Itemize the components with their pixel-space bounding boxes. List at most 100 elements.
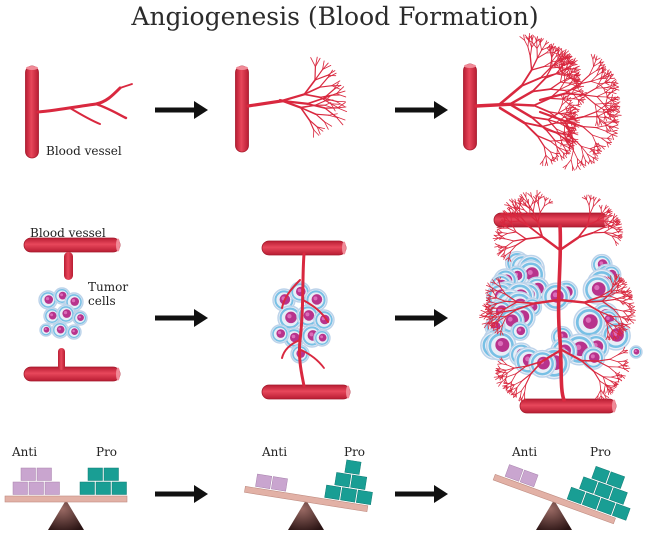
branch-row1-c bbox=[563, 152, 568, 159]
tumor-vessel-large bbox=[617, 235, 622, 240]
branch-row1-b bbox=[331, 80, 341, 87]
branch-row1-c bbox=[549, 88, 565, 91]
branch-row1-c bbox=[555, 65, 564, 75]
branch-row1-c bbox=[592, 54, 596, 60]
branch-row1-c bbox=[557, 147, 566, 151]
vessel-row2-b-bottom-end bbox=[346, 385, 350, 399]
branch-row1-c bbox=[582, 154, 586, 161]
tumor-vessel-large bbox=[607, 276, 612, 281]
arrow-row1-1-head bbox=[194, 101, 208, 119]
branch-row1-c bbox=[551, 156, 554, 162]
branch-row1-c bbox=[570, 91, 579, 95]
anti-block bbox=[519, 469, 539, 488]
branch-row1-b bbox=[327, 72, 337, 79]
tumor-vessel-large bbox=[609, 380, 615, 385]
tumor-vessel-large bbox=[520, 390, 522, 398]
tumor-vessel-large bbox=[521, 212, 531, 216]
branch-row1-a bbox=[119, 83, 133, 89]
tumor-vessel-large bbox=[520, 396, 523, 402]
pro-block bbox=[606, 471, 626, 489]
branch-row1-b bbox=[310, 57, 316, 68]
tumor-vessel-large bbox=[583, 300, 604, 304]
branch-row1-c bbox=[567, 53, 571, 60]
tumor-vessel-large bbox=[504, 238, 515, 242]
branch-row1-c bbox=[551, 56, 557, 63]
tumor-vessel-large bbox=[516, 380, 523, 388]
branch-row1-c bbox=[559, 81, 566, 91]
branch-row1-c bbox=[530, 65, 545, 71]
branch-row1-c bbox=[552, 64, 561, 67]
branch-row1-c bbox=[549, 151, 554, 158]
branch-row1-b bbox=[322, 62, 329, 70]
tumor-cell-small-nucleolus bbox=[60, 293, 64, 297]
tumor-vessel-large bbox=[589, 206, 594, 215]
anti-block bbox=[36, 467, 52, 481]
tumor-vessel-large bbox=[520, 193, 524, 200]
branch-row1-c bbox=[543, 145, 547, 156]
branch-row1-c bbox=[562, 58, 569, 60]
pro-block bbox=[581, 492, 601, 510]
branch-row1-c bbox=[599, 119, 605, 125]
tumor-vessel-large bbox=[523, 209, 531, 216]
branch-row1-c bbox=[580, 92, 587, 95]
tumor-vessel-large bbox=[591, 227, 604, 234]
branch-row1-c bbox=[590, 80, 600, 85]
tumor-vessel-large bbox=[596, 216, 605, 222]
branch-row1-c bbox=[577, 90, 584, 92]
tumor-vessel-large bbox=[602, 376, 611, 381]
branch-row1-c bbox=[557, 147, 564, 154]
tumor-vessel-large bbox=[613, 308, 624, 312]
tumor-vessel-large bbox=[497, 324, 504, 330]
branch-row1-b bbox=[313, 129, 320, 136]
tumor-vessel-large bbox=[617, 277, 621, 283]
branch-row1-c bbox=[612, 121, 620, 124]
tumor-vessel-large bbox=[614, 276, 619, 280]
branch-row1-c bbox=[543, 145, 551, 153]
branch-row1-c bbox=[568, 79, 574, 86]
branch-row1-c bbox=[596, 65, 601, 71]
tumor-vessel-large bbox=[611, 235, 616, 242]
branch-row1-c bbox=[562, 132, 569, 136]
branch-row1-c bbox=[560, 140, 569, 142]
branch-row1-c bbox=[588, 70, 597, 76]
tumor-vessel-large bbox=[580, 359, 599, 362]
branch-row1-c bbox=[595, 78, 602, 89]
tumor-vessel-large bbox=[604, 394, 608, 400]
branch-row1-c bbox=[539, 73, 557, 79]
branch-row1-c bbox=[612, 115, 616, 121]
tumor-vessel-large bbox=[505, 372, 508, 380]
branch-row1-c bbox=[508, 90, 534, 106]
branch-row1-b bbox=[308, 119, 318, 128]
tumor-vessel-large bbox=[504, 300, 518, 303]
branch-row1-c bbox=[599, 119, 603, 126]
tumor-vessel-large bbox=[612, 279, 616, 286]
tumor-vessel-large bbox=[500, 374, 503, 380]
tumor-vessel-large bbox=[503, 216, 507, 221]
branch-row1-c bbox=[593, 55, 597, 61]
tumor-cell-small-nucleolus bbox=[45, 297, 50, 301]
tumor-vessel-large bbox=[525, 360, 543, 368]
branch-row1-c bbox=[564, 92, 585, 96]
tumor-vessel-large bbox=[510, 380, 513, 389]
branch-row1-c bbox=[549, 151, 557, 154]
tumor-vessel-large bbox=[548, 198, 551, 204]
tumor-vessel-large bbox=[496, 316, 501, 325]
branch-row1-c bbox=[604, 81, 613, 84]
tumor-vessel-large bbox=[515, 302, 536, 311]
tumor-vessel-large bbox=[617, 233, 623, 237]
branch-row1-c bbox=[603, 103, 608, 111]
branch-row1-c bbox=[570, 69, 576, 73]
tumor-vessel-large bbox=[487, 293, 492, 297]
tumor-vessel-large bbox=[513, 365, 527, 369]
tumor-vessel-large bbox=[623, 362, 629, 366]
label-tumor-cells: Tumor cells bbox=[88, 280, 129, 308]
branch-row1-c bbox=[583, 87, 597, 96]
tumor-vessel-large bbox=[610, 375, 618, 378]
branch-row1-c bbox=[606, 117, 615, 122]
branch-row1-c bbox=[610, 91, 617, 95]
tumor-vessel-large bbox=[622, 346, 626, 352]
tumor-vessel-large bbox=[536, 191, 541, 197]
branch-row1-c bbox=[555, 153, 560, 157]
tumor-vessel-large bbox=[606, 321, 609, 331]
tumor-vessel-large bbox=[518, 208, 522, 218]
